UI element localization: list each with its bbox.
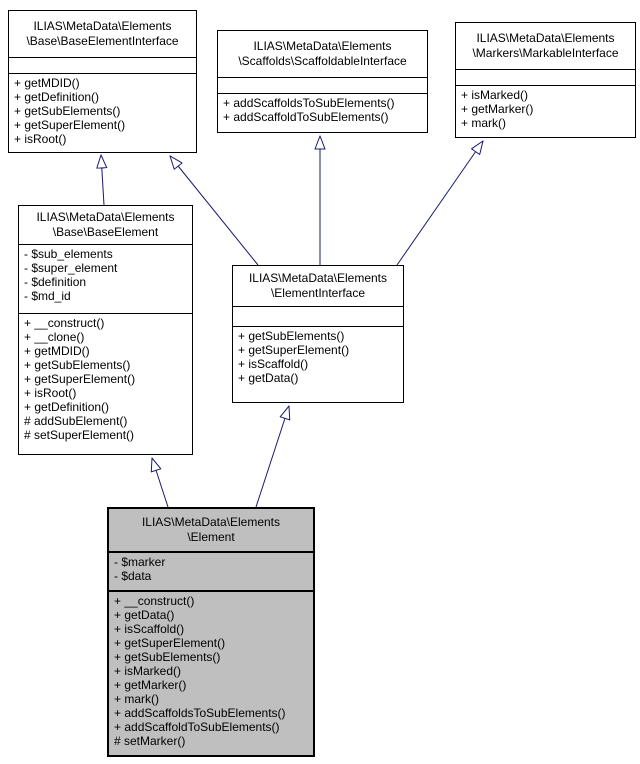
method-label: + getDefinition() — [24, 400, 110, 414]
class-title-line: \Markers\MarkableInterface — [472, 46, 619, 60]
class-methods: + isMarked()+ getMarker()+ mark() — [456, 85, 635, 137]
attribute-label: - $sub_elements — [24, 247, 113, 261]
class-attributes — [233, 306, 403, 326]
method-label: + getSubElements() — [238, 329, 345, 343]
class-methods: + getSubElements()+ getSuperElement()+ i… — [233, 326, 403, 402]
class-methods: + __construct()+ __clone()+ getMDID()+ g… — [19, 313, 192, 454]
class-title-line: \Scaffolds\ScaffoldableInterface — [238, 54, 407, 68]
method-label: + getSubElements() — [114, 650, 221, 664]
class-attributes: - $sub_elements- $super_element- $defini… — [19, 244, 192, 313]
class-title: ILIAS\MetaData\Elements\ElementInterface — [233, 266, 403, 306]
class-node-base-element-interface[interactable]: ILIAS\MetaData\Elements\Base\BaseElement… — [8, 10, 197, 153]
inheritance-edge-element-to-base-element — [152, 458, 169, 508]
attribute-label: - $super_element — [24, 261, 118, 275]
method-label: + __clone() — [24, 330, 85, 344]
method-label: + isRoot() — [24, 386, 77, 400]
class-methods: + __construct()+ getData()+ isScaffold()… — [109, 590, 313, 755]
method-label: + getSuperElement() — [24, 372, 136, 386]
method-label: + __construct() — [24, 316, 105, 330]
class-node-element-interface[interactable]: ILIAS\MetaData\Elements\ElementInterface… — [232, 265, 404, 403]
method-label: + getSubElements() — [24, 358, 131, 372]
method-label: + addScaffoldsToSubElements() — [114, 706, 286, 720]
method-label: # addSubElement() — [24, 414, 128, 428]
method-label: # setSuperElement() — [24, 428, 135, 442]
inheritance-edge-element-to-element-interface — [255, 406, 289, 508]
class-node-markable-interface[interactable]: ILIAS\MetaData\Elements\Markers\Markable… — [455, 22, 636, 138]
class-methods: + addScaffoldsToSubElements()+ addScaffo… — [218, 93, 427, 132]
class-attributes — [9, 57, 196, 73]
class-attributes — [456, 69, 635, 85]
attribute-label: - $definition — [24, 275, 87, 289]
class-title: ILIAS\MetaData\Elements\Base\BaseElement — [19, 206, 192, 244]
class-node-base-element[interactable]: ILIAS\MetaData\Elements\Base\BaseElement… — [18, 205, 193, 455]
method-label: + isMarked() — [114, 664, 182, 678]
method-label: + getSubElements() — [14, 104, 121, 118]
class-title-line: ILIAS\MetaData\Elements — [141, 515, 281, 529]
method-label: + getData() — [114, 608, 175, 622]
method-label: + isMarked() — [461, 88, 529, 102]
class-title: ILIAS\MetaData\Elements\Element — [109, 509, 313, 551]
class-attributes — [218, 77, 427, 93]
method-label: + mark() — [461, 116, 506, 130]
class-title-line: \Element — [187, 530, 235, 544]
method-label: + addScaffoldsToSubElements() — [223, 96, 395, 110]
class-title: ILIAS\MetaData\Elements\Scaffolds\Scaffo… — [218, 31, 427, 77]
method-label: + isScaffold() — [114, 622, 185, 636]
method-label: + getSuperElement() — [14, 118, 126, 132]
class-title-line: ILIAS\MetaData\Elements — [248, 271, 388, 285]
method-label: + mark() — [114, 692, 159, 706]
method-label: + getMDID() — [14, 76, 80, 90]
method-label: # setMarker() — [114, 734, 186, 748]
class-node-element: ILIAS\MetaData\Elements\Element- $marker… — [107, 507, 315, 757]
inheritance-edge-element-interface-to-markable-interface — [396, 141, 483, 266]
method-label: + getMDID() — [24, 344, 90, 358]
class-title: ILIAS\MetaData\Elements\Base\BaseElement… — [9, 11, 196, 57]
method-label: + isScaffold() — [238, 357, 309, 371]
attribute-label: - $data — [114, 569, 152, 583]
class-title-line: ILIAS\MetaData\Elements — [36, 210, 175, 224]
inheritance-edge-base-element-to-base-element-interface — [101, 155, 104, 206]
class-title-line: ILIAS\MetaData\Elements — [476, 31, 615, 45]
attribute-label: - $md_id — [24, 289, 71, 303]
method-label: + getDefinition() — [14, 90, 100, 104]
class-title-line: ILIAS\MetaData\Elements — [253, 39, 392, 53]
method-label: + getSuperElement() — [114, 636, 226, 650]
method-label: + getData() — [238, 371, 299, 385]
class-node-scaffoldable-interface[interactable]: ILIAS\MetaData\Elements\Scaffolds\Scaffo… — [217, 30, 428, 133]
method-label: + getMarker() — [461, 102, 534, 116]
method-label: + addScaffoldToSubElements() — [223, 110, 389, 124]
class-title-line: \Base\BaseElement — [52, 225, 159, 239]
class-title-line: ILIAS\MetaData\Elements — [33, 19, 172, 33]
class-methods: + getMDID()+ getDefinition()+ getSubElem… — [9, 73, 196, 152]
class-title-line: \ElementInterface — [270, 286, 366, 300]
method-label: + getMarker() — [114, 678, 187, 692]
class-title: ILIAS\MetaData\Elements\Markers\Markable… — [456, 23, 635, 69]
attribute-label: - $marker — [114, 555, 166, 569]
class-title-line: \Base\BaseElementInterface — [26, 34, 179, 48]
method-label: + __construct() — [114, 594, 195, 608]
class-attributes: - $marker- $data — [109, 551, 313, 590]
method-label: + isRoot() — [14, 132, 67, 146]
method-label: + addScaffoldToSubElements() — [114, 720, 280, 734]
method-label: + getSuperElement() — [238, 343, 350, 357]
